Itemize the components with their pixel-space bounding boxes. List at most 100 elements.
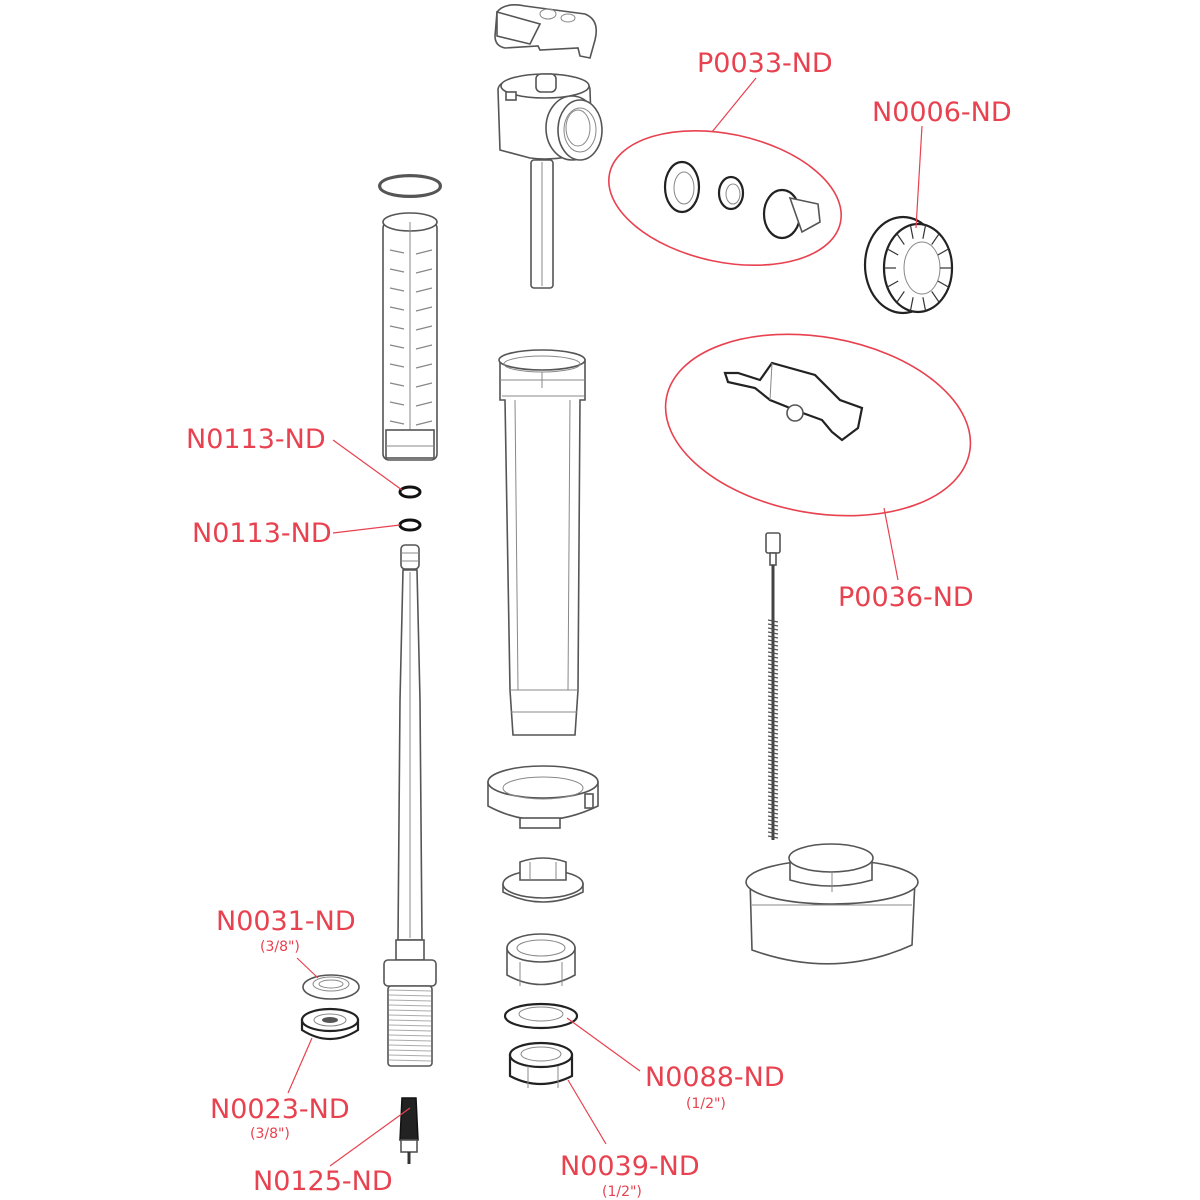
- shank-thread: [388, 1049, 432, 1052]
- float-cup: [745, 843, 919, 965]
- rod-thread: [767, 755, 779, 759]
- rod-thread: [767, 799, 779, 803]
- rod-thread: [767, 655, 779, 659]
- label-n0125: N0125-ND: [253, 1166, 393, 1197]
- valve-stem: [383, 544, 437, 1067]
- adjustment-rod: [765, 532, 781, 840]
- p0036-parts: [723, 361, 864, 442]
- tip-n0125: [399, 1097, 419, 1164]
- rod-thread: [767, 731, 779, 735]
- leader-n0113b: [332, 524, 401, 534]
- leader-n0006: [915, 125, 923, 229]
- cage-slat: [389, 287, 405, 292]
- rod-thread: [767, 783, 779, 787]
- rod-thread: [767, 679, 779, 683]
- o-ring: [378, 174, 442, 198]
- label-n0031: N0031-ND: [216, 906, 356, 937]
- leader-p0033: [711, 77, 757, 133]
- rod-thread: [767, 743, 779, 747]
- label-n0031-size: (3/8"): [260, 939, 300, 955]
- hex-nut: [506, 933, 576, 986]
- rod-thread: [767, 727, 779, 731]
- rod-thread: [767, 739, 779, 743]
- nut-rib: [887, 280, 899, 288]
- cage-slat: [389, 363, 405, 368]
- shank-thread: [388, 1014, 432, 1017]
- label-p0033: P0033-ND: [697, 48, 833, 79]
- locking-ring: [487, 765, 599, 829]
- rod-thread: [767, 619, 779, 623]
- rod-thread: [767, 635, 779, 639]
- cage-slat: [389, 325, 405, 330]
- label-n0113-lower: N0113-ND: [192, 518, 332, 549]
- nut-rib: [937, 248, 949, 256]
- shank-thread: [388, 1019, 432, 1022]
- shank-thread: [388, 1029, 432, 1032]
- rod-thread: [767, 767, 779, 771]
- rod-thread: [767, 703, 779, 707]
- rod-thread: [767, 747, 779, 751]
- label-n0006: N0006-ND: [872, 97, 1012, 128]
- rod-thread: [767, 819, 779, 823]
- nut-rib: [931, 291, 940, 303]
- rod-thread: [767, 803, 779, 807]
- label-n0023: N0023-ND: [210, 1094, 350, 1125]
- rod-thread: [767, 831, 779, 835]
- rod-thread: [767, 675, 779, 679]
- cage-slat: [415, 420, 433, 426]
- rod-thread: [767, 691, 779, 695]
- washer-n0113-lower: [398, 518, 422, 532]
- nut-rib: [909, 297, 914, 312]
- cage-slat: [389, 306, 405, 311]
- shank-thread: [388, 1024, 432, 1027]
- rod-thread: [767, 699, 779, 703]
- nut-rib: [922, 224, 927, 239]
- leader-p0036: [883, 507, 899, 581]
- rod-thread: [767, 759, 779, 763]
- rod-thread: [767, 643, 779, 647]
- rod-thread: [767, 807, 779, 811]
- leader-n0031: [296, 957, 319, 979]
- valve-head: [497, 73, 603, 289]
- cage-slat: [389, 344, 405, 349]
- rod-thread: [767, 639, 779, 643]
- washer-n0113-upper: [398, 485, 422, 499]
- filter-cage: [382, 212, 438, 461]
- rod-thread: [767, 811, 779, 815]
- rod-thread: [767, 763, 779, 767]
- cage-slat: [389, 249, 405, 254]
- rod-thread: [767, 707, 779, 711]
- leader-n0039: [567, 1079, 607, 1145]
- cage-slat: [415, 325, 433, 331]
- shank-thread: [388, 989, 432, 992]
- cage-slat: [415, 249, 433, 255]
- label-n0088-size: (1/2"): [686, 1096, 726, 1112]
- shank-thread: [388, 999, 432, 1002]
- rod-thread: [767, 631, 779, 635]
- rod-thread: [767, 711, 779, 715]
- cage-slat: [415, 306, 433, 312]
- nut-rib: [937, 280, 949, 288]
- shank-thread: [388, 1059, 432, 1062]
- rod-thread: [767, 671, 779, 675]
- label-n0039: N0039-ND: [560, 1151, 700, 1182]
- rod-thread: [767, 795, 779, 799]
- cage-slat: [415, 287, 433, 293]
- shank-thread: [388, 994, 432, 997]
- rod-thread: [767, 651, 779, 655]
- cage-slat: [415, 382, 433, 388]
- rod-thread: [767, 787, 779, 791]
- rod-thread: [767, 687, 779, 691]
- valve-cap: [494, 4, 598, 59]
- rod-thread: [767, 791, 779, 795]
- nut-rib: [931, 233, 940, 245]
- cage-slat: [389, 420, 405, 425]
- label-p0036: P0036-ND: [838, 582, 974, 613]
- seal-n0031: [302, 974, 360, 1000]
- rod-thread: [767, 659, 779, 663]
- rod-thread: [767, 683, 779, 687]
- nut-rib: [922, 297, 927, 312]
- cage-slat: [415, 363, 433, 369]
- shank-thread: [388, 1009, 432, 1012]
